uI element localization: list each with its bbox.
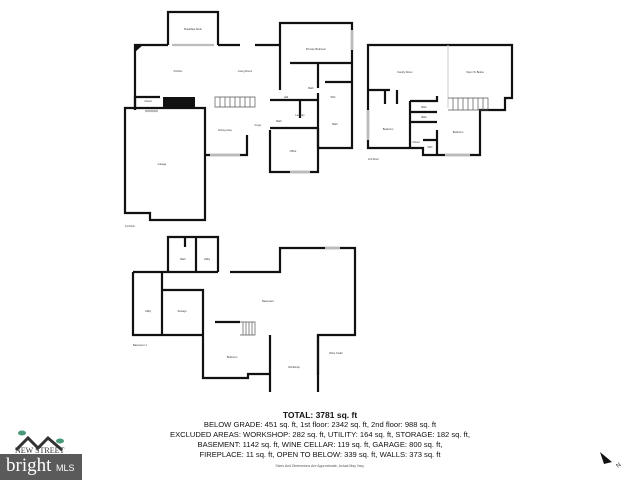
room-label: Kitchen [174, 69, 183, 73]
room-label: Closet [144, 99, 152, 103]
room-label: Primary Bedroom [306, 47, 326, 51]
room-label: Wine Cellar [329, 351, 343, 355]
brand-logo: NEW STREET bright MLS [0, 428, 82, 480]
floor-label: 1st Floor [125, 224, 135, 228]
summary-line: FIREPLACE: 11 sq. ft, OPEN TO BELOW: 339… [199, 450, 441, 459]
room-label: Utility [145, 309, 152, 313]
room-label: Laundry [295, 113, 305, 117]
room-label: Bedroom [453, 130, 464, 134]
mls-badge: bright MLS [0, 454, 82, 480]
disclaimer: Sizes And Dimensions Are Approximate, Ac… [275, 464, 365, 468]
compass-label: N [615, 462, 622, 469]
floor-label: 2nd Floor [368, 157, 379, 161]
room-label: Office [290, 149, 297, 153]
floor-label: Basement 1 [133, 343, 147, 347]
room-label: Bedroom [383, 127, 394, 131]
mls-suffix: MLS [56, 463, 75, 473]
house-roof-icon [14, 430, 64, 452]
basement-plan: Bath Utility Utility Storage Basement Be… [131, 235, 357, 392]
room-label: Bath [421, 105, 427, 109]
summary-line: BELOW GRADE: 451 sq. ft, 1st floor: 2342… [203, 420, 437, 429]
room-label: Utility [204, 257, 211, 261]
room-label: Garage [158, 162, 167, 166]
room-label: Basement [262, 299, 274, 303]
room-label: Bath [276, 119, 282, 123]
room-label: Dining Area [218, 128, 232, 132]
area-summary: TOTAL: 3781 sq. ft BELOW GRADE: 451 sq. … [150, 410, 490, 468]
room-label: Living Room [238, 69, 252, 73]
room-label: Bath [332, 122, 338, 126]
room-label: Breakfast Nook [184, 27, 202, 31]
room-label: Hall [284, 95, 289, 99]
second-floor-plan: Family Room Open To Below Bedroom Bath B… [366, 43, 514, 161]
north-arrow-icon: N [600, 452, 623, 470]
room-label: Family Room [397, 70, 412, 74]
room-label: Foyer [255, 123, 262, 127]
room-label: Bedroom [227, 355, 238, 359]
room-label: WIC [330, 95, 335, 99]
room-label: Bath [180, 257, 186, 261]
total-area: TOTAL: 3781 sq. ft [282, 410, 358, 420]
room-label: Storage [177, 309, 187, 313]
room-label: Bath [308, 86, 314, 90]
room-label: Bath [421, 115, 427, 119]
summary-line: BASEMENT: 1142 sq. ft, WINE CELLAR: 119 … [197, 440, 443, 449]
room-label: Closet [412, 140, 420, 144]
room-label: Open To Below [466, 70, 484, 74]
room-label: Workshop [288, 365, 300, 369]
brand-name: NEW STREET [15, 446, 65, 455]
room-label: WIC [427, 145, 432, 149]
first-floor-plan: Breakfast Nook Kitchen Living Room Prima… [123, 10, 354, 228]
mls-bright: bright [6, 455, 52, 476]
summary-line: EXCLUDED AREAS: WORKSHOP: 282 sq. ft, UT… [170, 430, 470, 439]
